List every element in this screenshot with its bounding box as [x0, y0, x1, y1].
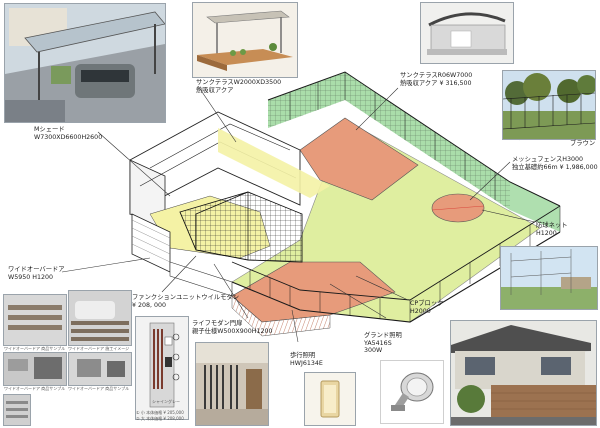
unit-price-a: ① 小 本体価格 ¥ 205,000: [136, 410, 184, 415]
house-photo: [450, 320, 597, 426]
carport-photo: [4, 3, 166, 123]
label-m-shade: Mシェード W7300XD6600H2600: [34, 126, 103, 141]
label-wide-over-door: ワイドオーバードア W5950 H1200: [8, 266, 65, 281]
label-mesh-fence: メッシュフェンスH3000 独立基礎約66m ¥ 1,986,000: [512, 156, 598, 171]
door-sample-d: [68, 352, 132, 386]
mesh-fence-photo: [502, 70, 596, 140]
label-sunterrace-r: サンクテラスR06W7000 熱吸収アクア ¥ 316,500: [400, 72, 473, 87]
door-sample-a: [3, 294, 67, 346]
gate-photo: [195, 342, 269, 426]
function-unit-photo: [135, 316, 189, 420]
front-wall: [169, 261, 233, 297]
cafe-terrace-photo: [420, 2, 514, 64]
label-gate: ライフモダン門扉 親子仕様W500X900H1200: [192, 320, 273, 335]
door-sample-e: [3, 394, 31, 426]
label-ground-light: グランド照明 YA5416S 300W: [364, 332, 402, 355]
net-photo: [500, 246, 598, 310]
door-sample-b: [68, 290, 132, 346]
label-cp-block: CPブロック H2000: [410, 300, 444, 315]
door-sample-a-caption: ワイドオーバードア 商品サンプル: [4, 346, 66, 351]
label-wall-light: 歩行照明 HWJ6134E: [290, 352, 323, 367]
brick-patio-upper: [299, 117, 419, 201]
door-sample-d-caption: ワイドオーバードア 商品サンプル: [68, 386, 130, 391]
label-sunterrace-w2000: サンクテラスW2000XD3500 熱吸収アクア: [196, 79, 282, 94]
door-sample-b-caption: ワイドオーバードア 施工イメージ: [68, 346, 130, 351]
unit-price-b: ② 大 本体価格 ¥ 208,000: [136, 416, 184, 421]
mesh-fence-front: [231, 231, 561, 323]
unit-color-caption: シャイングレー: [152, 399, 180, 404]
mesh-fence-right: [510, 182, 560, 232]
wall-light-photo: [304, 372, 356, 426]
label-net: 防球ネット H1200: [536, 222, 568, 237]
flood-light-photo: [380, 360, 444, 424]
pergola-photo: [192, 2, 298, 78]
door-sample-c: [3, 352, 67, 386]
brick-edge: [231, 295, 331, 337]
door-sample-c-caption: ワイドオーバードア 商品サンプル: [4, 386, 66, 391]
label-brown: ブラウン: [570, 140, 596, 147]
deck-path-upper: [218, 128, 330, 198]
label-function-unit: ファンクションユニットウイルモダン ¥ 208, 000: [132, 294, 240, 309]
